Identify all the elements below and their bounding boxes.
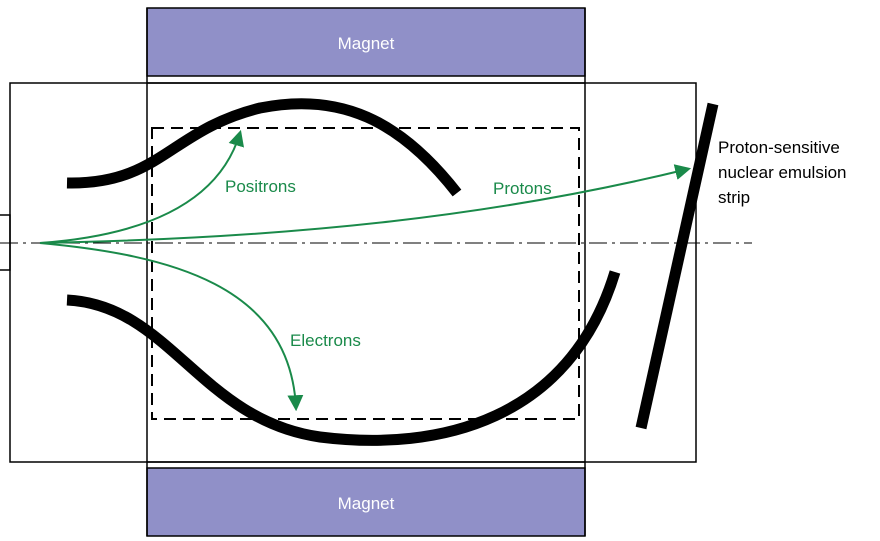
bottom-detector-plate bbox=[66, 270, 621, 446]
proton-trajectory bbox=[39, 164, 692, 244]
chamber-outline bbox=[9, 82, 697, 463]
positron-trajectory bbox=[39, 129, 244, 244]
strip-label-line3: strip bbox=[718, 188, 750, 207]
emulsion-strip-label: Proton-sensitive nuclear emulsion strip bbox=[718, 138, 847, 207]
positrons-label: Positrons bbox=[225, 177, 296, 196]
bottom-magnet-label: Magnet bbox=[338, 494, 395, 513]
top-magnet-label: Magnet bbox=[338, 34, 395, 53]
electrons-label: Electrons bbox=[290, 331, 361, 350]
bottom-magnet: Magnet bbox=[146, 467, 586, 537]
strip-label-line2: nuclear emulsion bbox=[718, 163, 847, 182]
protons-label: Protons bbox=[493, 179, 552, 198]
top-detector-plate bbox=[66, 98, 462, 197]
field-region bbox=[151, 127, 580, 420]
top-magnet: Magnet bbox=[146, 7, 586, 77]
emulsion-strip bbox=[635, 102, 719, 430]
strip-label-line1: Proton-sensitive bbox=[718, 138, 840, 157]
electron-trajectory bbox=[39, 242, 304, 412]
